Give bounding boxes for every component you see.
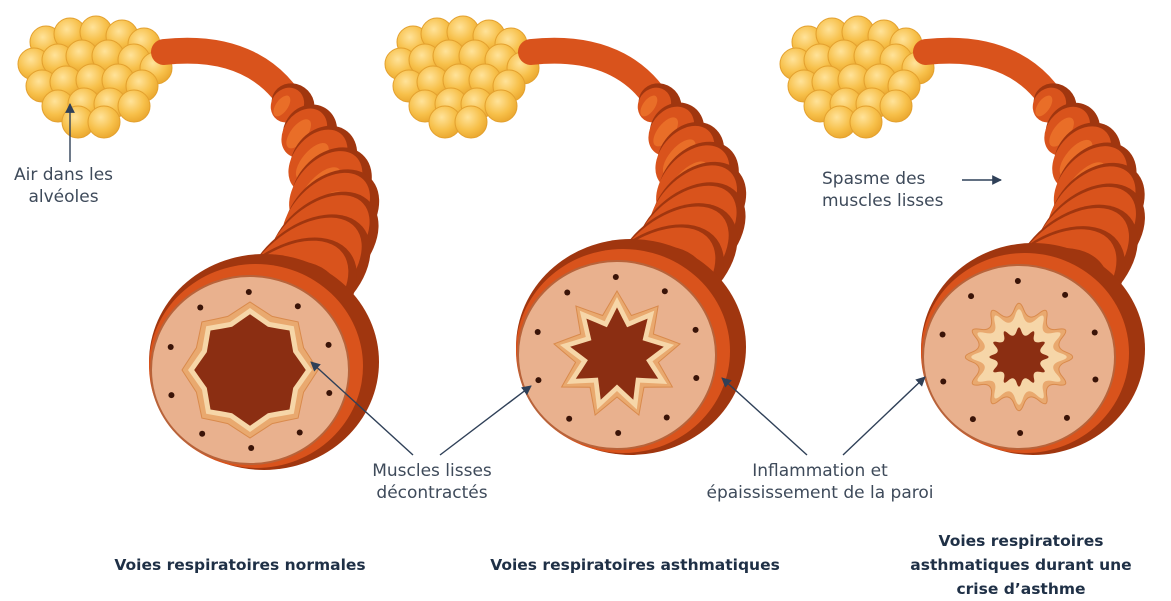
caption-normal: Voies respiratoires normales (60, 553, 420, 577)
gland-dot (168, 344, 174, 350)
airway-lumen (194, 314, 306, 426)
air-alveoli-line1: Air dans les (14, 164, 113, 186)
gland-dot (615, 430, 621, 436)
gland-dot (1092, 329, 1098, 335)
airway-asthmatic (385, 16, 766, 455)
gland-dot (566, 416, 572, 422)
gland-dot (940, 332, 946, 338)
caption-normal-line1: Voies respiratoires normales (60, 553, 420, 577)
inflammation-arrow-2 (843, 377, 925, 455)
airway-attack (780, 16, 1166, 455)
alveolus (455, 106, 487, 138)
gland-dot (1064, 415, 1070, 421)
gland-dot (197, 305, 203, 311)
airway-normal (18, 16, 399, 470)
spasm-line1: Spasme des (822, 168, 943, 190)
gland-dot (326, 390, 332, 396)
alveoli-cluster (18, 16, 172, 138)
gland-dot (1092, 376, 1098, 382)
caption-attack: Voies respiratoires asthmatiques durant … (872, 529, 1170, 601)
gland-dot (693, 375, 699, 381)
gland-dot (1062, 292, 1068, 298)
inflammation-arrow-1 (722, 378, 807, 455)
alveolus (880, 90, 912, 122)
gland-dot (662, 288, 668, 294)
gland-dot (970, 416, 976, 422)
caption-attack-line2: asthmatiques durant une (872, 553, 1170, 577)
alveoli-cluster (385, 16, 539, 138)
gland-dot (693, 327, 699, 333)
caption-attack-line1: Voies respiratoires (872, 529, 1170, 553)
gland-dot (1017, 430, 1023, 436)
gland-dot (613, 274, 619, 280)
gland-dot (246, 289, 252, 295)
alveolus (850, 106, 882, 138)
air-alveoli-line2: alvéoles (14, 186, 113, 208)
spasm-label: Spasme des muscles lisses (822, 168, 943, 212)
gland-dot (940, 379, 946, 385)
smooth-muscle-line1: Muscles lisses (358, 460, 506, 482)
gland-dot (295, 303, 301, 309)
gland-dot (326, 342, 332, 348)
alveolus (118, 90, 150, 122)
gland-dot (297, 429, 303, 435)
inflammation-label: Inflammation et épaississement de la par… (680, 460, 960, 504)
spasm-line2: muscles lisses (822, 190, 943, 212)
gland-dot (968, 293, 974, 299)
alveolus (88, 106, 120, 138)
alveoli-cluster (780, 16, 934, 138)
caption-attack-line3: crise d’asthme (872, 577, 1170, 601)
gland-dot (1015, 278, 1021, 284)
gland-dot (535, 329, 541, 335)
gland-dot (199, 431, 205, 437)
gland-dot (664, 414, 670, 420)
air-alveoli-label: Air dans les alvéoles (14, 164, 113, 208)
caption-asthmatic: Voies respiratoires asthmatiques (450, 553, 820, 577)
gland-dot (168, 392, 174, 398)
alveolus (485, 90, 517, 122)
inflammation-line2: épaississement de la paroi (680, 482, 960, 504)
smooth-muscle-line2: décontractés (358, 482, 506, 504)
gland-dot (248, 445, 254, 451)
gland-dot (564, 290, 570, 296)
inflammation-line1: Inflammation et (680, 460, 960, 482)
caption-asthmatic-line1: Voies respiratoires asthmatiques (450, 553, 820, 577)
gland-dot (535, 377, 541, 383)
relaxed-muscle-arrow-2 (440, 386, 531, 455)
smooth-muscle-label: Muscles lisses décontractés (358, 460, 506, 504)
